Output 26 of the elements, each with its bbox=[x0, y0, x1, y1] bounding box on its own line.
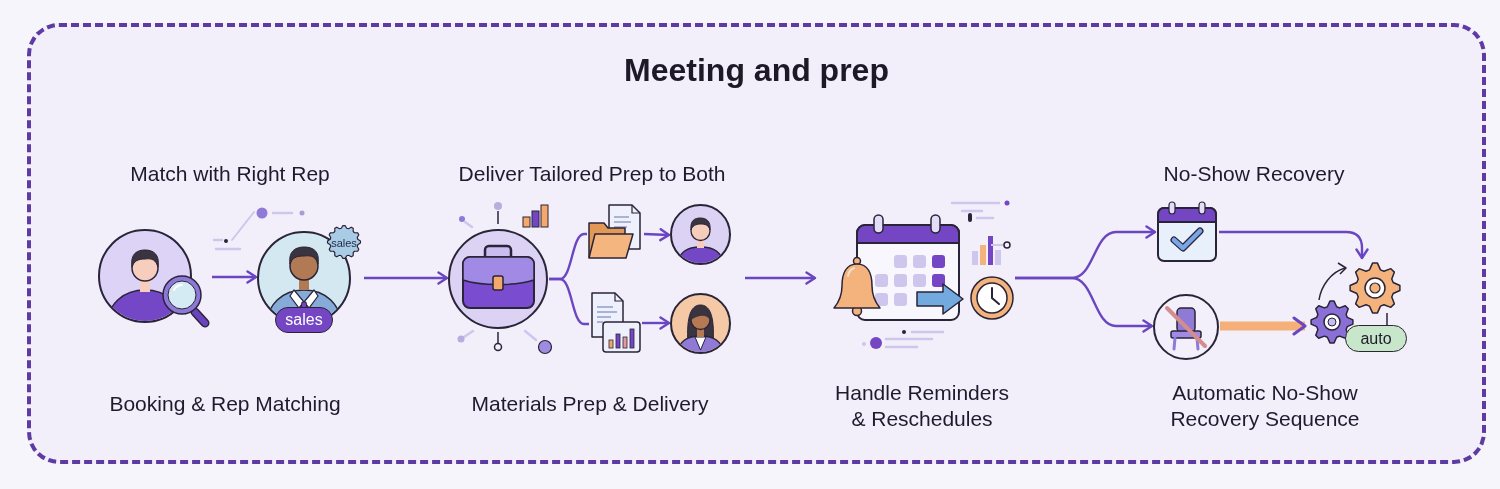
stage-heading: Deliver Tailored Prep to Both bbox=[458, 161, 726, 187]
arrow bbox=[364, 271, 449, 285]
calendar-check-icon bbox=[1155, 200, 1219, 264]
stage-caption: Booking & Rep Matching bbox=[109, 391, 341, 417]
tag: auto bbox=[1345, 325, 1407, 352]
stage-caption: Automatic No-Show Recovery Sequence bbox=[1169, 380, 1361, 432]
arrow bbox=[212, 270, 258, 284]
seal-label: sales bbox=[330, 236, 358, 249]
arrow bbox=[1015, 276, 1154, 333]
person-avatar-icon bbox=[669, 292, 732, 355]
stage-heading: No-Show Recovery bbox=[1163, 161, 1345, 187]
stage-caption: Materials Prep & Delivery bbox=[471, 391, 709, 417]
arrow bbox=[1219, 230, 1369, 260]
arrow bbox=[643, 227, 671, 242]
person-avatar-icon bbox=[669, 203, 732, 266]
dashed-panel bbox=[27, 23, 1486, 464]
document-chart-icon bbox=[589, 291, 642, 354]
stage-heading: Match with Right Rep bbox=[130, 161, 330, 187]
briefcase-illustration bbox=[447, 228, 549, 330]
no-chair-icon bbox=[1152, 293, 1220, 361]
arrow bbox=[1220, 316, 1307, 336]
folder-document-icon bbox=[587, 203, 644, 260]
arrow bbox=[642, 316, 671, 330]
title: Meeting and prep bbox=[624, 51, 889, 89]
arrow bbox=[745, 271, 817, 285]
stage-caption: Handle Reminders & Reschedules bbox=[834, 380, 1010, 432]
